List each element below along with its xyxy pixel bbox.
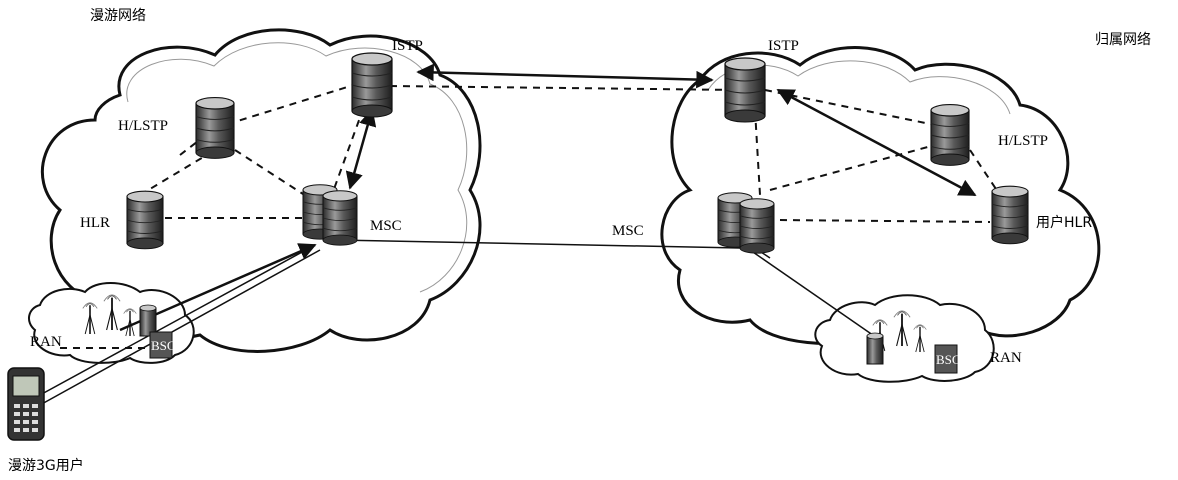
msc-right-label: MSC bbox=[612, 223, 644, 239]
home-network-label: 归属网络 bbox=[1095, 31, 1151, 48]
istp-left-label: ISTP bbox=[392, 38, 423, 54]
ran-right-label: RAN bbox=[990, 350, 1022, 366]
hlstp-left-label: H/LSTP bbox=[118, 118, 168, 134]
roaming-network-label: 漫游网络 bbox=[90, 8, 146, 24]
bsc-right-label: BSC bbox=[936, 352, 961, 367]
home-network-cloud bbox=[660, 46, 1101, 350]
roaming-user-label: 漫游3G用户 bbox=[8, 457, 84, 474]
hlstp-right-label: H/LSTP bbox=[998, 133, 1048, 149]
msc-right-node bbox=[717, 192, 775, 254]
bsc-left-node bbox=[149, 331, 173, 359]
user-hlr-label: 用户HLR bbox=[1036, 214, 1092, 231]
ran-cloud-right bbox=[814, 294, 995, 383]
msc-left-node bbox=[302, 184, 358, 246]
hlr-left-node bbox=[126, 190, 164, 250]
mobile-phone-icon bbox=[7, 367, 45, 441]
hlstp-left-node bbox=[195, 97, 235, 159]
user-hlr-node bbox=[991, 185, 1029, 245]
istp-right-node bbox=[724, 57, 766, 123]
hlstp-right-node bbox=[930, 104, 970, 166]
hlr-left-label: HLR bbox=[80, 215, 110, 231]
istp-left-node bbox=[351, 52, 393, 118]
bsc-right-node bbox=[934, 344, 958, 374]
trunk-links bbox=[39, 239, 881, 406]
msc-left-label: MSC bbox=[370, 218, 402, 234]
istp-right-label: ISTP bbox=[768, 38, 799, 54]
bsc-left-label: BSC bbox=[151, 338, 176, 353]
ran-left-label: RAN bbox=[30, 334, 62, 350]
